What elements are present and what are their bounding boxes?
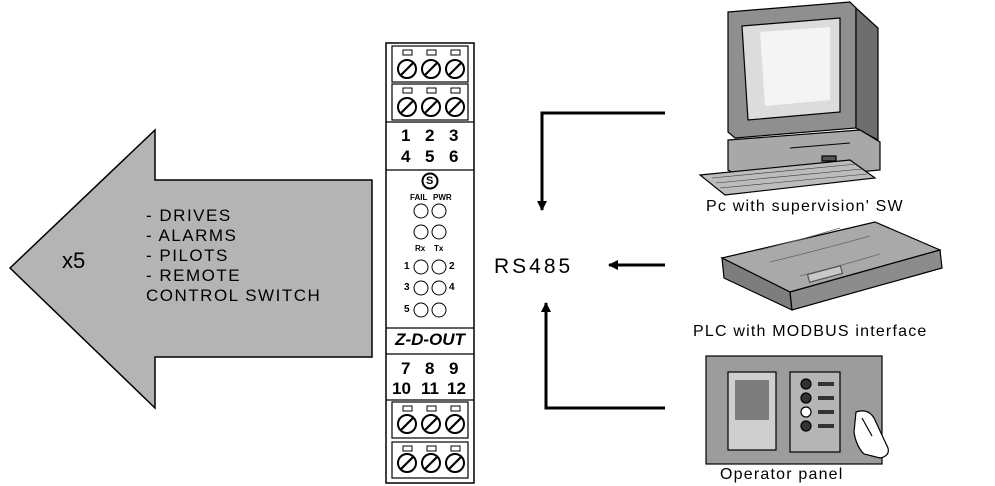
channel-label: 4 bbox=[449, 282, 455, 293]
target-item-alarms: - ALARMS bbox=[146, 226, 238, 245]
big-arrow-shape bbox=[8, 128, 373, 410]
terminal-label: 11 bbox=[421, 379, 439, 398]
plc-icon bbox=[720, 221, 943, 311]
caption-operator-panel: Operator panel bbox=[720, 466, 844, 483]
led-label-pwr: PWR bbox=[433, 193, 452, 202]
channel-label: 2 bbox=[449, 261, 455, 272]
rs485-connections bbox=[537, 111, 665, 410]
module-name: Z-D-OUT bbox=[395, 330, 465, 349]
caption-pc: Pc with supervision' SW bbox=[706, 198, 904, 215]
terminal-label: 1 bbox=[401, 126, 411, 145]
target-item-drives: - DRIVES bbox=[146, 206, 232, 225]
led-label-rx: Rx bbox=[415, 244, 426, 253]
channel-label: 1 bbox=[404, 261, 410, 272]
channel-label: 5 bbox=[404, 304, 410, 315]
terminal-label: 8 bbox=[425, 359, 435, 378]
target-list: - DRIVES - ALARMS - PILOTS - REMOTE CONT… bbox=[146, 206, 321, 306]
z-d-out-module bbox=[385, 42, 475, 484]
target-item-pilots: - PILOTS bbox=[146, 246, 229, 265]
terminal-label: 7 bbox=[401, 359, 411, 378]
caption-plc: PLC with MODBUS interface bbox=[693, 323, 928, 340]
terminal-label: 5 bbox=[425, 147, 435, 166]
led-label-fail: FAIL bbox=[410, 193, 428, 202]
terminal-label: 3 bbox=[449, 126, 459, 145]
brand-logo: S bbox=[426, 175, 434, 187]
terminal-label: 9 bbox=[449, 359, 459, 378]
desktop-pc-icon bbox=[698, 1, 881, 196]
terminal-label: 4 bbox=[401, 147, 411, 166]
target-item-remote: - REMOTE bbox=[146, 266, 242, 285]
terminal-label: 10 bbox=[392, 379, 411, 398]
terminal-label: 6 bbox=[449, 147, 459, 166]
target-item-control-switch: CONTROL SWITCH bbox=[146, 286, 322, 305]
operator-panel-icon bbox=[705, 355, 889, 465]
multiplier-label: x5 bbox=[62, 248, 86, 273]
terminal-label: 12 bbox=[447, 379, 466, 398]
led-label-tx: Tx bbox=[434, 244, 444, 253]
channel-label: 3 bbox=[404, 282, 410, 293]
bus-label: RS485 bbox=[494, 255, 574, 278]
terminal-label: 2 bbox=[425, 126, 435, 145]
